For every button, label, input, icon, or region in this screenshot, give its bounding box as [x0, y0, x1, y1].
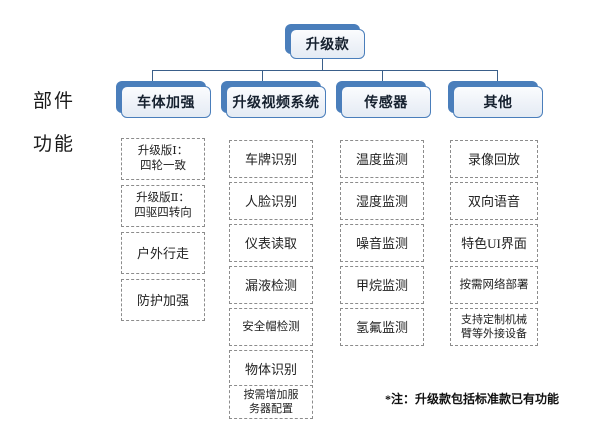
connector-horizontal-bus — [152, 70, 497, 71]
leaf-item[interactable]: 录像回放 — [450, 140, 538, 178]
category-node-others[interactable]: 其他 — [448, 81, 543, 118]
leaf-label: 噪音监测 — [355, 235, 408, 251]
leaf-label: 升级版Ⅱ： 四驱四转向 — [134, 192, 192, 219]
leaf-item[interactable]: 氢氟监测 — [340, 308, 424, 346]
leaf-item[interactable]: 双向语音 — [450, 182, 538, 220]
category-node-face: 车体加强 — [121, 86, 211, 118]
leaf-item[interactable]: 升级版Ⅰ： 四轮一致 — [121, 138, 205, 180]
leaf-label: 升级版Ⅰ： 四轮一致 — [137, 145, 189, 172]
category-node-label: 其他 — [483, 96, 513, 111]
leaf-label: 甲烷监测 — [355, 277, 408, 293]
leaf-item[interactable]: 支持定制机械 臂等外接设备 — [450, 308, 538, 346]
root-node-upgrade-model[interactable]: 升级款 — [285, 24, 365, 59]
leaf-item[interactable]: 按需网络部署 — [450, 266, 538, 304]
leaf-label: 支持定制机械 臂等外接设备 — [461, 314, 527, 340]
root-node-face: 升级款 — [290, 29, 365, 59]
connector-drop-3 — [382, 70, 383, 82]
leaf-label: 双向语音 — [467, 193, 520, 209]
connector-drop-2 — [262, 70, 263, 82]
leaf-item[interactable]: 防护加强 — [121, 279, 205, 321]
leaf-item[interactable]: 物体识别 — [229, 350, 313, 388]
leaf-item[interactable]: 按需增加服 务器配置 — [229, 385, 313, 419]
leaf-item[interactable]: 人脸识别 — [229, 182, 313, 220]
leaf-label: 漏液检测 — [244, 277, 297, 293]
category-node-face: 其他 — [453, 86, 543, 118]
leaf-item[interactable]: 仪表读取 — [229, 224, 313, 262]
leaf-label: 人脸识别 — [244, 193, 297, 209]
connector-drop-1 — [152, 70, 153, 82]
category-node-label: 车体加强 — [137, 96, 195, 111]
leaf-label: 车牌识别 — [244, 151, 297, 167]
category-node-label: 传感器 — [364, 96, 408, 111]
category-node-sensors[interactable]: 传感器 — [336, 81, 431, 118]
category-node-upgraded-video-system[interactable]: 升级视频系统 — [221, 81, 326, 118]
connector-root-stem — [322, 59, 323, 70]
row-label-parts: 部件 — [33, 91, 76, 112]
root-node-label: 升级款 — [305, 38, 350, 53]
leaf-label: 防护加强 — [136, 292, 189, 308]
leaf-item[interactable]: 户外行走 — [121, 232, 205, 274]
leaf-item[interactable]: 甲烷监测 — [340, 266, 424, 304]
row-label-functions: 功能 — [33, 134, 76, 155]
footnote-text: *注：升级款包括标准款已有功能 — [385, 392, 560, 406]
leaf-item[interactable]: 安全帽检测 — [229, 308, 313, 346]
leaf-label: 氢氟监测 — [355, 319, 408, 335]
leaf-item[interactable]: 升级版Ⅱ： 四驱四转向 — [121, 185, 205, 227]
leaf-item[interactable]: 湿度监测 — [340, 182, 424, 220]
category-node-face: 传感器 — [341, 86, 431, 118]
leaf-item[interactable]: 温度监测 — [340, 140, 424, 178]
leaf-item[interactable]: 特色UI界面 — [450, 224, 538, 262]
leaf-label: 温度监测 — [355, 151, 408, 167]
leaf-label: 特色UI界面 — [461, 235, 527, 251]
category-node-label: 升级视频系统 — [232, 96, 320, 111]
leaf-item[interactable]: 漏液检测 — [229, 266, 313, 304]
leaf-label: 按需网络部署 — [459, 278, 529, 291]
leaf-item[interactable]: 车牌识别 — [229, 140, 313, 178]
category-node-body-reinforcement[interactable]: 车体加强 — [116, 81, 211, 118]
leaf-label: 安全帽检测 — [242, 320, 300, 333]
leaf-label: 录像回放 — [467, 151, 520, 167]
leaf-label: 湿度监测 — [355, 193, 408, 209]
connector-drop-4 — [497, 70, 498, 82]
leaf-item[interactable]: 噪音监测 — [340, 224, 424, 262]
leaf-label: 物体识别 — [244, 361, 297, 377]
leaf-label: 仪表读取 — [244, 235, 297, 251]
leaf-label: 按需增加服 务器配置 — [243, 389, 299, 415]
category-node-face: 升级视频系统 — [226, 86, 326, 118]
leaf-label: 户外行走 — [136, 245, 189, 261]
